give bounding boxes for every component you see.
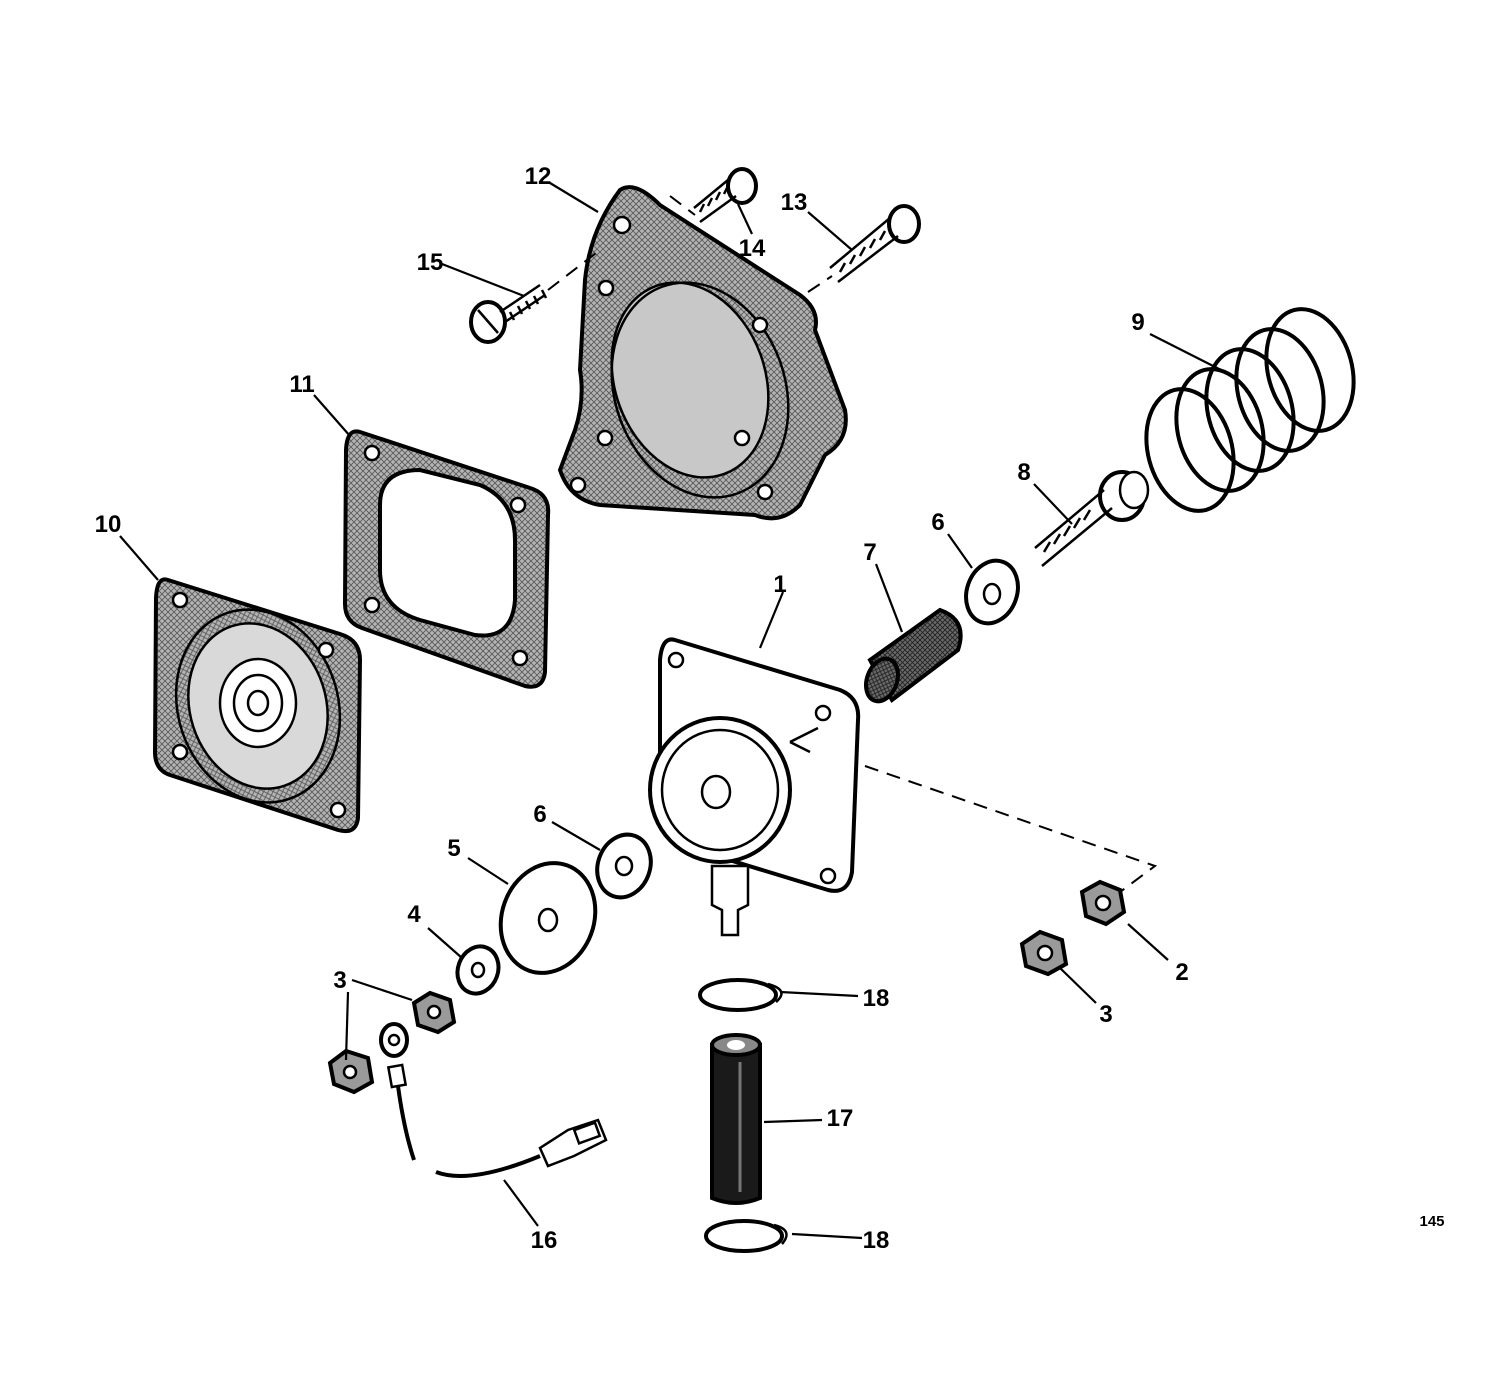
diaphragm-part-10 xyxy=(152,577,363,834)
callout-4: 4 xyxy=(407,901,421,928)
pump-body-part-1 xyxy=(648,637,861,937)
callout-13: 13 xyxy=(781,189,808,216)
callout-1: 1 xyxy=(773,571,786,598)
washer-part-4 xyxy=(455,944,501,996)
callout-17: 17 xyxy=(827,1105,854,1132)
figure-number: 145 xyxy=(1419,1213,1444,1230)
hex-nut-part-3-left-b xyxy=(327,1048,375,1095)
spring-part-9 xyxy=(1144,307,1356,513)
screw-part-13 xyxy=(829,204,921,283)
callout-6-lower: 6 xyxy=(533,801,546,828)
callout-8: 8 xyxy=(1017,459,1030,486)
callout-12: 12 xyxy=(525,163,552,190)
washer-part-6-lower xyxy=(595,832,653,900)
callout-3-left: 3 xyxy=(333,967,346,994)
ground-wire-part-16 xyxy=(379,1022,608,1178)
callout-5: 5 xyxy=(447,835,460,862)
washer-part-5 xyxy=(498,861,598,975)
callout-3-right: 3 xyxy=(1099,1001,1112,1028)
hex-nut-part-3-right xyxy=(1019,929,1069,977)
callout-7: 7 xyxy=(863,539,876,566)
callout-labels: 1 2 3 3 4 5 6 6 7 8 9 10 11 12 13 14 15 … xyxy=(95,163,1445,1254)
hex-nut-part-2 xyxy=(1079,879,1127,927)
leader-lines xyxy=(119,182,1226,1240)
screw-part-14 xyxy=(693,167,758,224)
washer-part-6-upper xyxy=(964,558,1020,626)
screw-part-15 xyxy=(469,283,548,344)
pump-cover-part-12 xyxy=(557,185,848,521)
hex-nut-part-3-left-a xyxy=(411,990,457,1035)
gasket-part-11 xyxy=(342,429,551,689)
filter-screen-part-7 xyxy=(864,607,963,704)
callout-18-upper: 18 xyxy=(863,985,890,1012)
bolt-part-8 xyxy=(1034,470,1150,567)
fuel-hose-part-17 xyxy=(710,1033,762,1205)
callout-6-upper: 6 xyxy=(931,509,944,536)
callout-10: 10 xyxy=(95,511,122,538)
callout-14: 14 xyxy=(739,235,766,262)
hose-clamp-part-18-upper xyxy=(698,978,783,1012)
hose-clamp-part-18-lower xyxy=(704,1219,788,1253)
callout-18-lower: 18 xyxy=(863,1227,890,1254)
callout-15: 15 xyxy=(417,249,444,276)
callout-2: 2 xyxy=(1175,959,1188,986)
callout-11: 11 xyxy=(289,371,314,398)
callout-16: 16 xyxy=(531,1227,558,1254)
callout-9: 9 xyxy=(1131,309,1144,336)
